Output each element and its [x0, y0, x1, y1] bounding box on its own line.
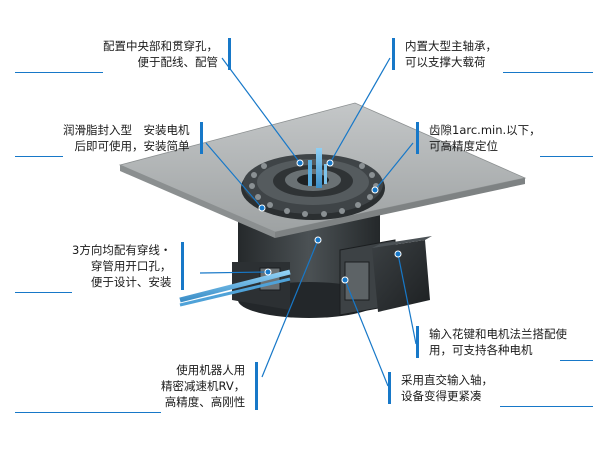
center-tube-2	[308, 160, 312, 186]
callout-underline	[15, 292, 72, 293]
side-tube-2	[179, 277, 291, 307]
callout-underline	[15, 72, 103, 73]
callout-text: 穿管用开口孔，	[90, 259, 172, 273]
center-tube-1	[316, 148, 322, 188]
callout-grease-sealed: 润滑脂封入型 安装电机 后即可使用，安装简单	[63, 122, 203, 154]
callout-text: 配置中央部和贯穿孔，	[103, 39, 218, 53]
callout-spline-input: 输入花键和电机法兰搭配使 用，可支持各种电机	[416, 326, 567, 358]
leader-dot	[258, 159, 402, 284]
callout-text: 3方向均配有穿线・	[72, 243, 172, 257]
callout-underline	[503, 72, 593, 73]
callout-text: 润滑脂封入型 安装电机	[63, 123, 190, 137]
callout-text: 便于配线、配管	[137, 55, 219, 69]
callout-text: 便于设计、安装	[90, 275, 172, 289]
callout-center-wiring: 配置中央部和贯穿孔， 便于配线、配管	[103, 38, 231, 70]
callout-underline	[540, 156, 593, 157]
callout-right-angle: 采用直交输入轴， 设备变得更紧凑	[388, 372, 493, 404]
callout-text: 高精度、高刚性	[164, 395, 246, 409]
leader-lines	[199, 57, 417, 387]
callout-text: 用，可支持各种电机	[429, 343, 533, 357]
callout-text: 精密减速机RV，	[161, 379, 246, 393]
callout-text: 后即可使用，安装简单	[74, 139, 190, 153]
motor	[372, 240, 430, 312]
side-tube-1	[179, 269, 291, 303]
callout-large-bearing: 内置大型主轴承， 可以支撑大载荷	[392, 38, 497, 70]
bolt-ring	[249, 163, 379, 217]
callout-text: 内置大型主轴承，	[405, 39, 497, 53]
callout-underline	[560, 360, 593, 361]
callout-underline	[500, 406, 593, 407]
callout-text: 可以支撑大载荷	[405, 55, 486, 69]
callout-underline	[15, 156, 63, 157]
callout-text: 使用机器人用	[176, 363, 246, 377]
callout-text: 设备变得更紧凑	[401, 389, 482, 403]
callout-text: 采用直交输入轴，	[401, 373, 493, 387]
callout-backlash: 齿隙1arc.min.以下， 可高精度定位	[416, 122, 541, 154]
callout-text: 输入花键和电机法兰搭配使	[429, 327, 567, 341]
callout-through-holes: 3方向均配有穿线・ 穿管用开口孔， 便于设计、安装	[72, 242, 185, 290]
callout-robot-rv: 使用机器人用 精密减速机RV， 高精度、高刚性	[161, 362, 259, 410]
callout-text: 可高精度定位	[429, 139, 498, 153]
callout-text: 齿隙1arc.min.以下，	[429, 123, 541, 137]
callout-underline	[15, 412, 161, 413]
